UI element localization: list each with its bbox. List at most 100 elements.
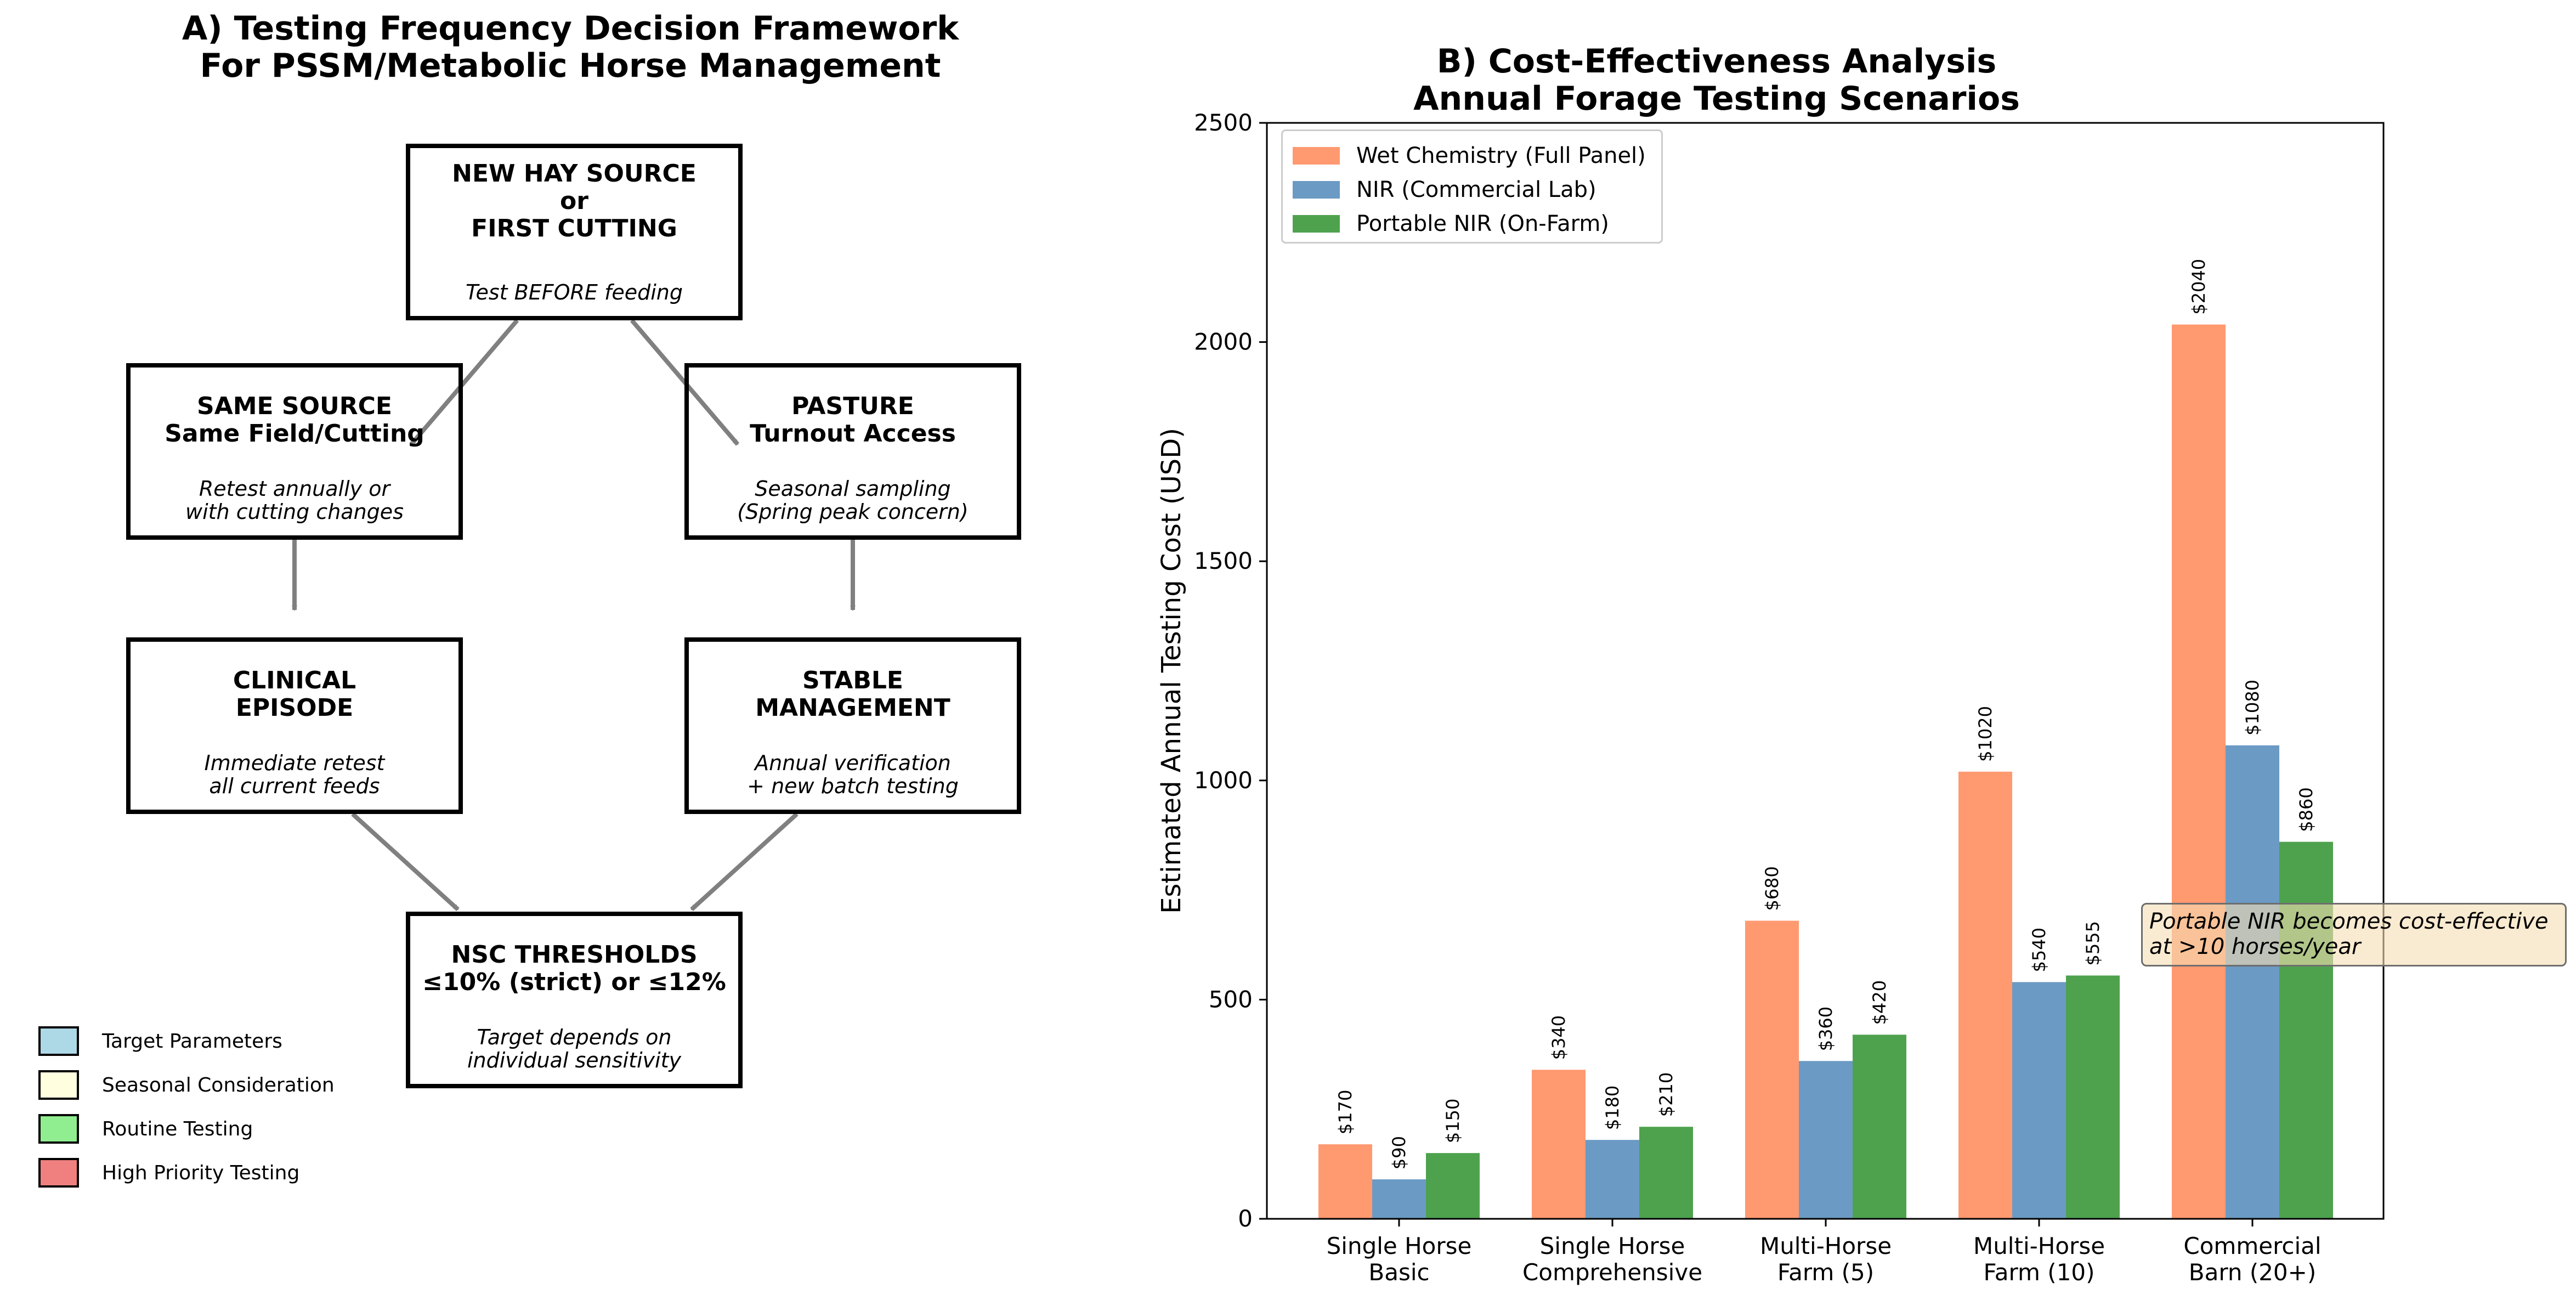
x-tick-label: Single Horse [1327, 1233, 1472, 1259]
box-title-line: EPISODE [235, 694, 354, 722]
bar-value-label: $1020 [1975, 706, 1996, 762]
y-tick-label: 500 [1209, 986, 1253, 1013]
legend-item: Routine Testing [38, 1107, 335, 1151]
legend-swatch [38, 1026, 79, 1056]
bar [1318, 1144, 1372, 1219]
x-tick-label: Commercial [2183, 1233, 2321, 1259]
bar [2279, 841, 2333, 1219]
box-subtitle: Seasonal sampling (Spring peak concern) [737, 477, 968, 523]
box-subtitle-line: Target depends on [477, 1025, 672, 1049]
box-title: NEW HAY SOURCE or FIRST CUTTING [452, 160, 697, 242]
bar [1532, 1070, 1586, 1219]
box-title-line: NEW HAY SOURCE [452, 160, 697, 188]
box-subtitle: Retest annually or with cutting changes [185, 477, 404, 523]
bar-value-label: $2040 [2188, 259, 2209, 315]
bar [1853, 1035, 1906, 1219]
box-subtitle-line: Retest annually or [199, 477, 390, 501]
chart-legend-swatch [1293, 215, 1340, 233]
box-title-line: STABLE [802, 666, 903, 694]
box-title-line: Same Field/Cutting [165, 420, 424, 448]
box-subtitle-line: Seasonal sampling [755, 477, 951, 501]
box-new-hay-source: NEW HAY SOURCE or FIRST CUTTING Test BEF… [406, 144, 743, 320]
x-tick-label: Single Horse [1540, 1233, 1685, 1259]
x-tick-label: Comprehensive [1522, 1259, 1702, 1286]
box-subtitle-line: Test BEFORE feeding [465, 280, 683, 304]
chart-legend-item: Wet Chemistry (Full Panel) [1293, 139, 1661, 173]
chart-legend-item: NIR (Commercial Lab) [1293, 173, 1661, 207]
bar [2226, 745, 2279, 1219]
y-tick-label: 2500 [1194, 109, 1253, 136]
bar-value-label: $555 [2082, 921, 2103, 965]
box-subtitle: Annual verification + new batch testing [747, 751, 959, 798]
box-title-line: CLINICAL [233, 666, 356, 694]
box-title-line: PASTURE [791, 392, 914, 420]
x-tick-label: Farm (5) [1777, 1259, 1874, 1286]
legend-label: Target Parameters [102, 1030, 282, 1053]
x-tick-label: Multi-Horse [1760, 1233, 1892, 1259]
bar [2066, 975, 2120, 1219]
bar-value-label: $210 [1656, 1072, 1677, 1117]
panel-a-title-line-1: A) Testing Frequency Decision Framework [182, 9, 959, 48]
box-subtitle-line: all current feeds [209, 774, 380, 798]
legend-label: Seasonal Consideration [102, 1073, 335, 1096]
box-title: STABLE MANAGEMENT [755, 667, 950, 722]
box-title: CLINICAL EPISODE [233, 667, 356, 722]
panel-a-title-line-2: For PSSM/Metabolic Horse Management [200, 47, 941, 85]
bar-chart: $170$340$680$1020$2040$90$180$360$540$10… [1156, 109, 2385, 1286]
y-tick-label: 0 [1238, 1205, 1253, 1232]
box-same-source: SAME SOURCE Same Field/Cutting Retest an… [126, 363, 463, 540]
bar-value-label: $420 [1869, 980, 1890, 1025]
box-subtitle: Test BEFORE feeding [466, 281, 683, 304]
chart-legend-label: Portable NIR (On-Farm) [1356, 211, 1609, 236]
legend-item: Target Parameters [38, 1019, 335, 1063]
chart-legend-label: NIR (Commercial Lab) [1356, 177, 1596, 202]
annotation-line: at >10 horses/year [2149, 934, 2361, 959]
box-subtitle-line: + new batch testing [747, 774, 959, 798]
flow-arrows [292, 319, 856, 911]
legend-swatch [38, 1158, 79, 1188]
bar-value-label: $170 [1335, 1090, 1356, 1134]
annotation-line: Portable NIR becomes cost-effective [2149, 909, 2549, 934]
chart-legend-item: Portable NIR (On-Farm) [1293, 207, 1661, 241]
box-title: NSC THRESHOLDS ≤10% (strict) or ≤12% [422, 941, 726, 996]
bar-value-label: $90 [1389, 1136, 1409, 1169]
y-tick-label: 2000 [1194, 329, 1253, 355]
legend-item: High Priority Testing [38, 1151, 335, 1195]
x-tick-label: Basic [1368, 1259, 1429, 1286]
legend-label: High Priority Testing [102, 1161, 300, 1184]
y-axis-label: Estimated Annual Testing Cost (USD) [1156, 428, 1187, 914]
panel-b-title-line-1: B) Cost-Effectiveness Analysis [1436, 42, 1997, 81]
chart-legend: Wet Chemistry (Full Panel) NIR (Commerci… [1281, 129, 1663, 244]
panel-a-legend: Target Parameters Seasonal Consideration… [38, 1019, 335, 1195]
box-title-line: or [560, 187, 588, 215]
bar [1586, 1140, 1639, 1219]
box-title-line: SAME SOURCE [197, 392, 392, 420]
bar-value-label: $150 [1442, 1099, 1463, 1143]
bar [1426, 1153, 1480, 1219]
legend-item: Seasonal Consideration [38, 1063, 335, 1107]
chart-legend-swatch [1293, 147, 1340, 165]
bar [1745, 920, 1799, 1219]
box-title-line: ≤10% (strict) or ≤12% [422, 968, 726, 996]
bar-value-label: $680 [1762, 866, 1782, 911]
bar [1958, 771, 2012, 1219]
chart-legend-label: Wet Chemistry (Full Panel) [1356, 143, 1646, 168]
panel-b-title: B) Cost-Effectiveness Analysis Annual Fo… [1278, 43, 2155, 117]
box-subtitle-line: with cutting changes [185, 500, 404, 524]
bar-value-label: $860 [2296, 787, 2317, 832]
box-nsc-thresholds: NSC THRESHOLDS ≤10% (strict) or ≤12% Tar… [406, 912, 743, 1088]
box-pasture: PASTURE Turnout Access Seasonal sampling… [684, 363, 1021, 540]
box-subtitle-line: (Spring peak concern) [737, 500, 969, 524]
bar [1372, 1179, 1426, 1219]
y-tick-label: 1500 [1194, 547, 1253, 574]
box-title-line: FIRST CUTTING [471, 214, 677, 242]
box-clinical-episode: CLINICAL EPISODE Immediate retest all cu… [126, 637, 463, 814]
bar-value-label: $360 [1815, 1007, 1836, 1051]
box-title: PASTURE Turnout Access [750, 393, 956, 448]
chart-annotation: Portable NIR becomes cost-effective at >… [2141, 903, 2567, 966]
box-title: SAME SOURCE Same Field/Cutting [165, 393, 424, 448]
box-subtitle-line: Immediate retest [204, 751, 385, 775]
box-subtitle: Target depends on individual sensitivity [467, 1026, 681, 1072]
bar-value-label: $540 [2029, 928, 2050, 972]
